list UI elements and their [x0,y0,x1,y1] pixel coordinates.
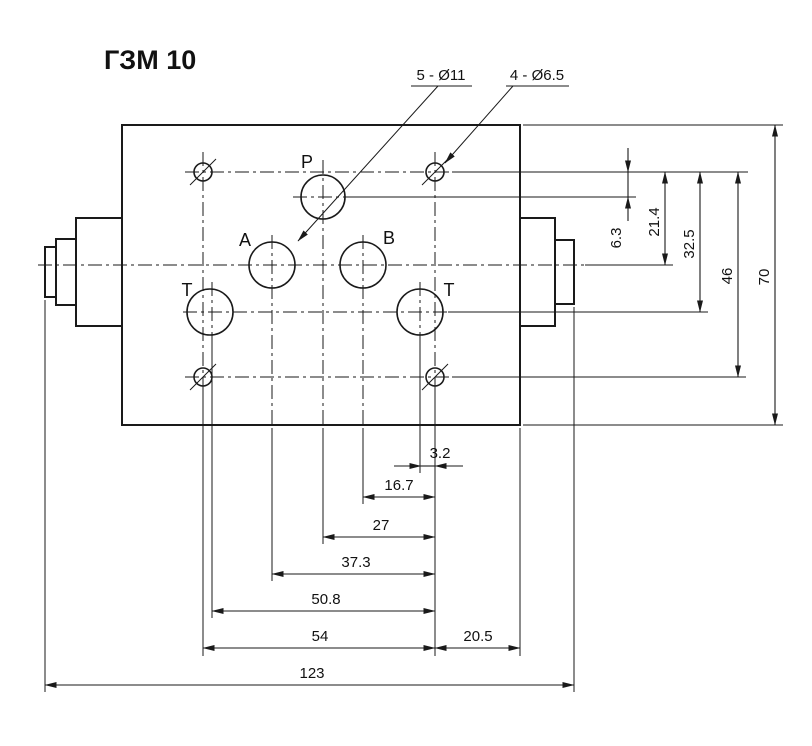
dim-21-4: 21.4 [646,207,663,236]
left-block-medium [55,238,77,306]
dim-37-3: 37.3 [341,554,370,571]
bottom-dimensions: 3.2 16.7 27 37.3 50.8 54 20.5 123 [44,445,575,688]
left-block-large [75,217,123,327]
callout-large-holes-leader [297,85,439,242]
mount-hole-bottom-right [421,363,449,391]
port-hole-p [300,174,346,220]
dim-70: 70 [756,269,773,286]
callouts: 5 - Ø11 4 - Ø6.5 [297,67,569,242]
mount-hole-top-left [189,158,217,186]
left-block-cap [44,246,57,298]
right-block-large [519,217,556,327]
callout-large-holes-label: 5 - Ø11 [417,67,466,84]
callout-small-holes-label: 4 - Ø6.5 [510,67,564,84]
port-hole-t-left [186,288,234,336]
dim-32-5: 32.5 [681,229,698,258]
dim-16-7: 16.7 [384,477,413,494]
port-hole-a [248,241,296,289]
port-label-p: P [301,152,313,172]
right-block-medium [554,239,575,305]
port-hole-b [339,241,387,289]
dim-54: 54 [312,628,329,645]
plate-outline [121,124,521,426]
right-dimensions: 6.3 21.4 32.5 46 70 [608,124,778,426]
dim-27: 27 [373,517,390,534]
extension-lines [44,124,783,692]
port-holes [186,174,444,336]
dim-6-3: 6.3 [608,228,625,249]
port-label-t-left: T [182,280,193,300]
dim-3-2: 3.2 [430,445,451,462]
dim-46: 46 [719,268,736,285]
port-label-t-right: T [444,280,455,300]
port-label-a: A [239,230,251,250]
dim-50-8: 50.8 [311,591,340,608]
port-hole-t-right [396,288,444,336]
dim-20-5: 20.5 [463,628,492,645]
port-label-b: B [383,228,395,248]
centerlines [38,152,585,430]
port-labels: P A B T T [182,152,455,300]
mounting-holes [189,158,449,391]
mount-hole-top-right [421,158,449,186]
dim-123: 123 [299,665,324,682]
callout-small-holes-leader [444,85,514,164]
drawing-title: ГЗМ 10 [104,45,196,75]
plate-body [44,124,575,426]
